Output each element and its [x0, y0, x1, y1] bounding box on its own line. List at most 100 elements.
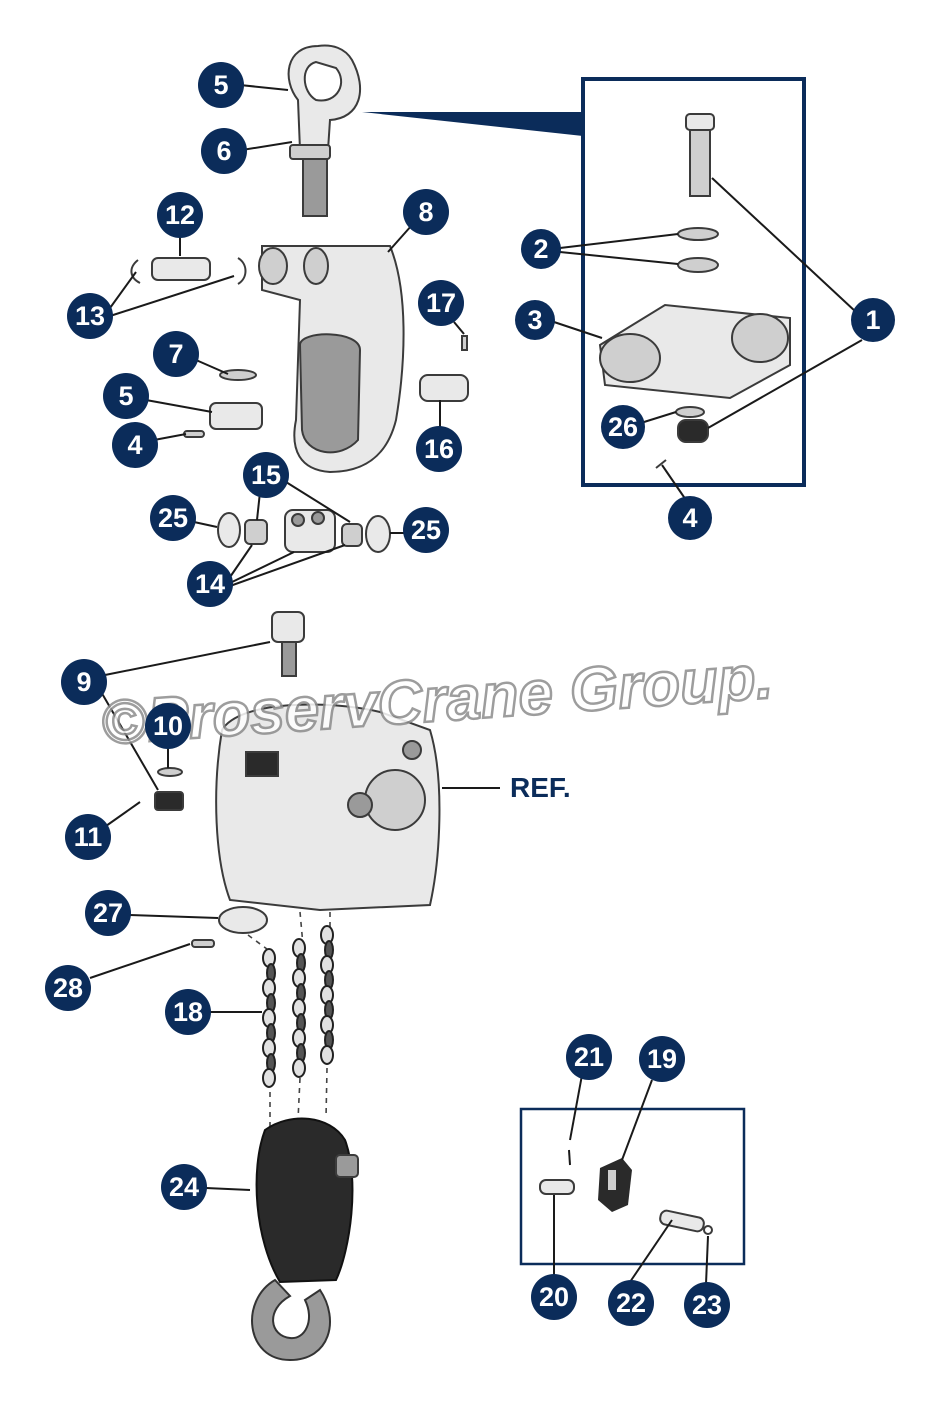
chain-lower-dashes: [269, 1067, 328, 1128]
svg-text:18: 18: [173, 997, 203, 1027]
svg-text:7: 7: [168, 339, 183, 369]
callout-18: 18: [165, 989, 211, 1035]
callout-15: 15: [243, 452, 289, 498]
chain-link: [292, 1058, 306, 1078]
svg-text:15: 15: [251, 460, 281, 490]
callout-12: 12: [157, 192, 203, 238]
ring-23: [703, 1225, 713, 1235]
svg-text:28: 28: [53, 973, 83, 1003]
svg-text:19: 19: [647, 1044, 677, 1074]
svg-text:22: 22: [616, 1288, 646, 1318]
callout-8: 8: [403, 189, 449, 235]
retaining-ring-13b: [237, 257, 247, 285]
svg-text:16: 16: [424, 434, 454, 464]
callout-19: 19: [639, 1036, 685, 1082]
pin-20: [539, 1179, 575, 1195]
svg-text:4: 4: [127, 430, 142, 460]
callout-25-left: 25: [150, 495, 196, 541]
callout-24: 24: [161, 1164, 207, 1210]
svg-text:8: 8: [418, 197, 433, 227]
callout-25-right: 25: [403, 507, 449, 553]
inset-box-hook-bearing: [581, 77, 806, 487]
stud-9: [271, 611, 305, 677]
collar-5: [209, 402, 263, 430]
callout-6: 6: [201, 128, 247, 174]
svg-text:2: 2: [533, 234, 548, 264]
inset-bearing: [675, 406, 709, 443]
callout-1: 1: [851, 298, 895, 342]
sleeve-16: [419, 374, 469, 402]
callout-7: 7: [153, 331, 199, 377]
svg-text:12: 12: [165, 200, 195, 230]
leader-lines: [89, 84, 863, 1285]
top-hook: [287, 44, 361, 217]
callout-20: 20: [531, 1274, 577, 1320]
svg-text:5: 5: [213, 70, 228, 100]
svg-text:6: 6: [216, 136, 231, 166]
callout-14: 14: [187, 561, 233, 607]
inset-bolt: [685, 113, 715, 197]
callout-9: 9: [61, 659, 107, 705]
clevis-19: [598, 1158, 632, 1212]
washer-10: [157, 767, 183, 777]
chain-link: [320, 1045, 334, 1065]
callout-11: 11: [65, 814, 111, 860]
bottom-block: [251, 1117, 359, 1362]
callout-21: 21: [566, 1034, 612, 1080]
svg-text:24: 24: [169, 1172, 199, 1202]
washer-27: [218, 906, 268, 934]
inset-connector: [362, 112, 583, 136]
inset-washers: [677, 227, 719, 273]
svg-text:13: 13: [75, 301, 105, 331]
pin-21: [568, 1149, 571, 1166]
svg-text:25: 25: [411, 515, 441, 545]
svg-text:9: 9: [76, 667, 91, 697]
svg-text:4: 4: [682, 503, 697, 533]
callout-5-hook: 5: [198, 62, 244, 108]
svg-text:1: 1: [865, 305, 880, 335]
inset-box-chain-anchor: [519, 1107, 746, 1266]
callout-28: 28: [45, 965, 91, 1011]
callout-5-collar: 5: [103, 373, 149, 419]
callout-13: 13: [67, 293, 113, 339]
washer-7: [219, 369, 257, 381]
ref-label: REF.: [510, 772, 571, 803]
callout-26: 26: [601, 405, 645, 449]
retaining-ring-13a: [130, 259, 141, 284]
callout-4-left: 4: [112, 422, 158, 468]
svg-text:11: 11: [74, 822, 103, 852]
svg-text:27: 27: [93, 898, 123, 928]
svg-text:17: 17: [426, 288, 456, 318]
callout-22: 22: [608, 1280, 654, 1326]
callout-16: 16: [416, 426, 462, 472]
hoist-body-ref: [215, 703, 441, 912]
callout-23: 23: [684, 1282, 730, 1328]
chain-link: [262, 1068, 276, 1088]
pin-4: [183, 430, 205, 438]
svg-text:3: 3: [527, 305, 542, 335]
watermark: ©ProservCrane Group.: [99, 643, 775, 759]
svg-text:20: 20: [539, 1282, 569, 1312]
sheave-assembly: [217, 509, 391, 553]
callout-27: 27: [85, 890, 131, 936]
pin-12: [151, 257, 211, 281]
inset-pin: [655, 459, 667, 469]
callout-3: 3: [515, 300, 555, 340]
svg-text:26: 26: [608, 412, 638, 442]
pin-17: [461, 335, 468, 351]
nut-11: [154, 791, 184, 811]
svg-text:25: 25: [158, 503, 188, 533]
pin-28: [191, 939, 215, 948]
chain-links: [262, 925, 334, 1088]
pin-22: [659, 1209, 705, 1233]
callout-17: 17: [418, 280, 464, 326]
inset-yoke: [598, 303, 791, 400]
callout-4-inset: 4: [668, 496, 712, 540]
svg-text:21: 21: [574, 1042, 604, 1072]
callout-10: 10: [145, 703, 191, 749]
svg-text:14: 14: [195, 569, 225, 599]
callout-2: 2: [521, 229, 561, 269]
hook-frame: [258, 245, 405, 474]
svg-text:23: 23: [692, 1290, 722, 1320]
